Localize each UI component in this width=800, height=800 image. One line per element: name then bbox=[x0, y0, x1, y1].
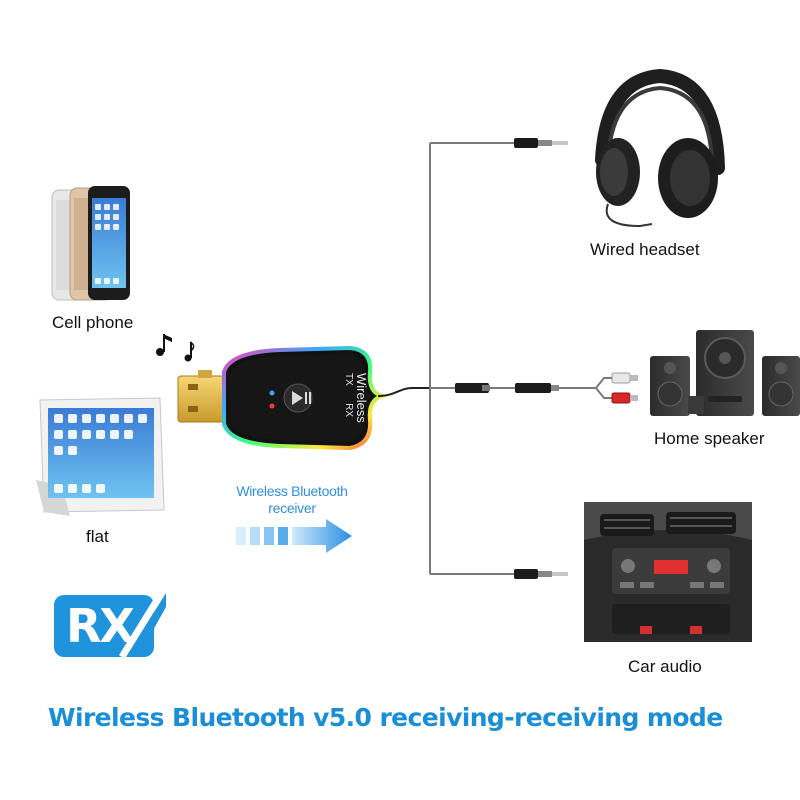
audio-jack-plugs bbox=[455, 138, 638, 579]
receiver-label-rx: RX bbox=[343, 403, 354, 417]
receiver-body-text: Wireless TX RX bbox=[313, 373, 369, 423]
audio-cables bbox=[429, 142, 596, 575]
headphones-image bbox=[595, 68, 725, 228]
receiver-label-tx: TX bbox=[343, 373, 354, 386]
mode-caption: Wireless Bluetooth v5.0 receiving-receiv… bbox=[48, 703, 723, 732]
receiver-caption-line1: Wireless Bluetooth bbox=[236, 483, 348, 499]
flat-label: flat bbox=[86, 527, 109, 546]
car-audio-image bbox=[584, 502, 752, 642]
home-speaker-image bbox=[650, 330, 800, 416]
music-note-icon bbox=[156, 334, 195, 362]
wired-headset-label: Wired headset bbox=[590, 240, 700, 259]
rx-badge-text: RX bbox=[66, 599, 135, 653]
cell-phone-image bbox=[51, 186, 130, 301]
tablet-image bbox=[36, 397, 165, 516]
arrow-right-icon bbox=[236, 519, 352, 553]
receiver-caption: Wireless Bluetooth receiver bbox=[222, 483, 362, 517]
bluetooth-receiver-device bbox=[177, 345, 430, 451]
receiver-label-main: Wireless bbox=[354, 373, 369, 423]
rx-badge: RX bbox=[52, 587, 168, 663]
receiver-caption-line2: receiver bbox=[268, 500, 316, 516]
home-speaker-label: Home speaker bbox=[654, 429, 765, 448]
car-audio-label: Car audio bbox=[628, 657, 702, 676]
cell-phone-label: Cell phone bbox=[52, 313, 134, 332]
